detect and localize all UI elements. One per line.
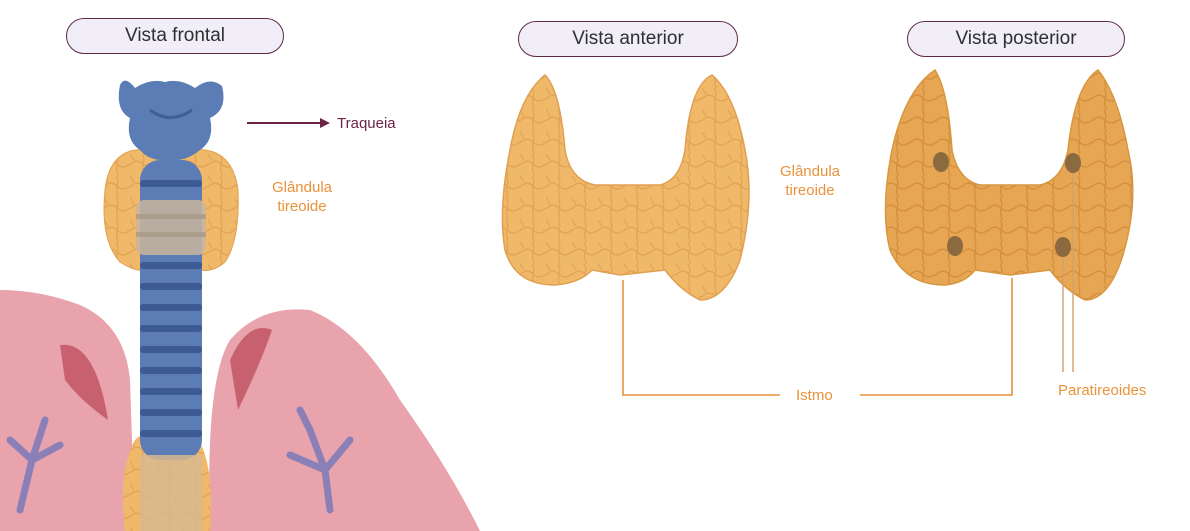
posterior-view (860, 70, 1133, 395)
parathyroid-lower-left (947, 236, 963, 256)
view-title-posterior: Vista posterior (907, 21, 1125, 57)
larynx (119, 81, 224, 161)
istmo-line-right (860, 278, 1012, 395)
anterior-thyroid (502, 75, 749, 300)
frontal-view (0, 81, 480, 531)
parathyroid-upper-right (1065, 153, 1081, 173)
label-istmo: Istmo (796, 386, 833, 405)
label-glandula-center: Glândula tireoide (775, 162, 845, 200)
view-title-anterior: Vista anterior (518, 21, 738, 57)
label-traqueia: Traqueia (337, 114, 396, 133)
label-glandula-line2: tireoide (262, 197, 342, 216)
anterior-view (502, 75, 780, 395)
parathyroid-upper-left (933, 152, 949, 172)
parathyroid-lower-right (1055, 237, 1071, 257)
label-glandula-line1: Glândula (775, 162, 845, 181)
label-paratireoides: Paratireoides (1058, 381, 1146, 400)
label-glandula-line2: tireoide (775, 181, 845, 200)
label-glandula-line1: Glândula (262, 178, 342, 197)
posterior-thyroid (885, 70, 1132, 300)
trachea (136, 160, 206, 531)
view-title-frontal: Vista frontal (66, 18, 284, 54)
label-glandula-frontal: Glândula tireoide (262, 178, 342, 216)
